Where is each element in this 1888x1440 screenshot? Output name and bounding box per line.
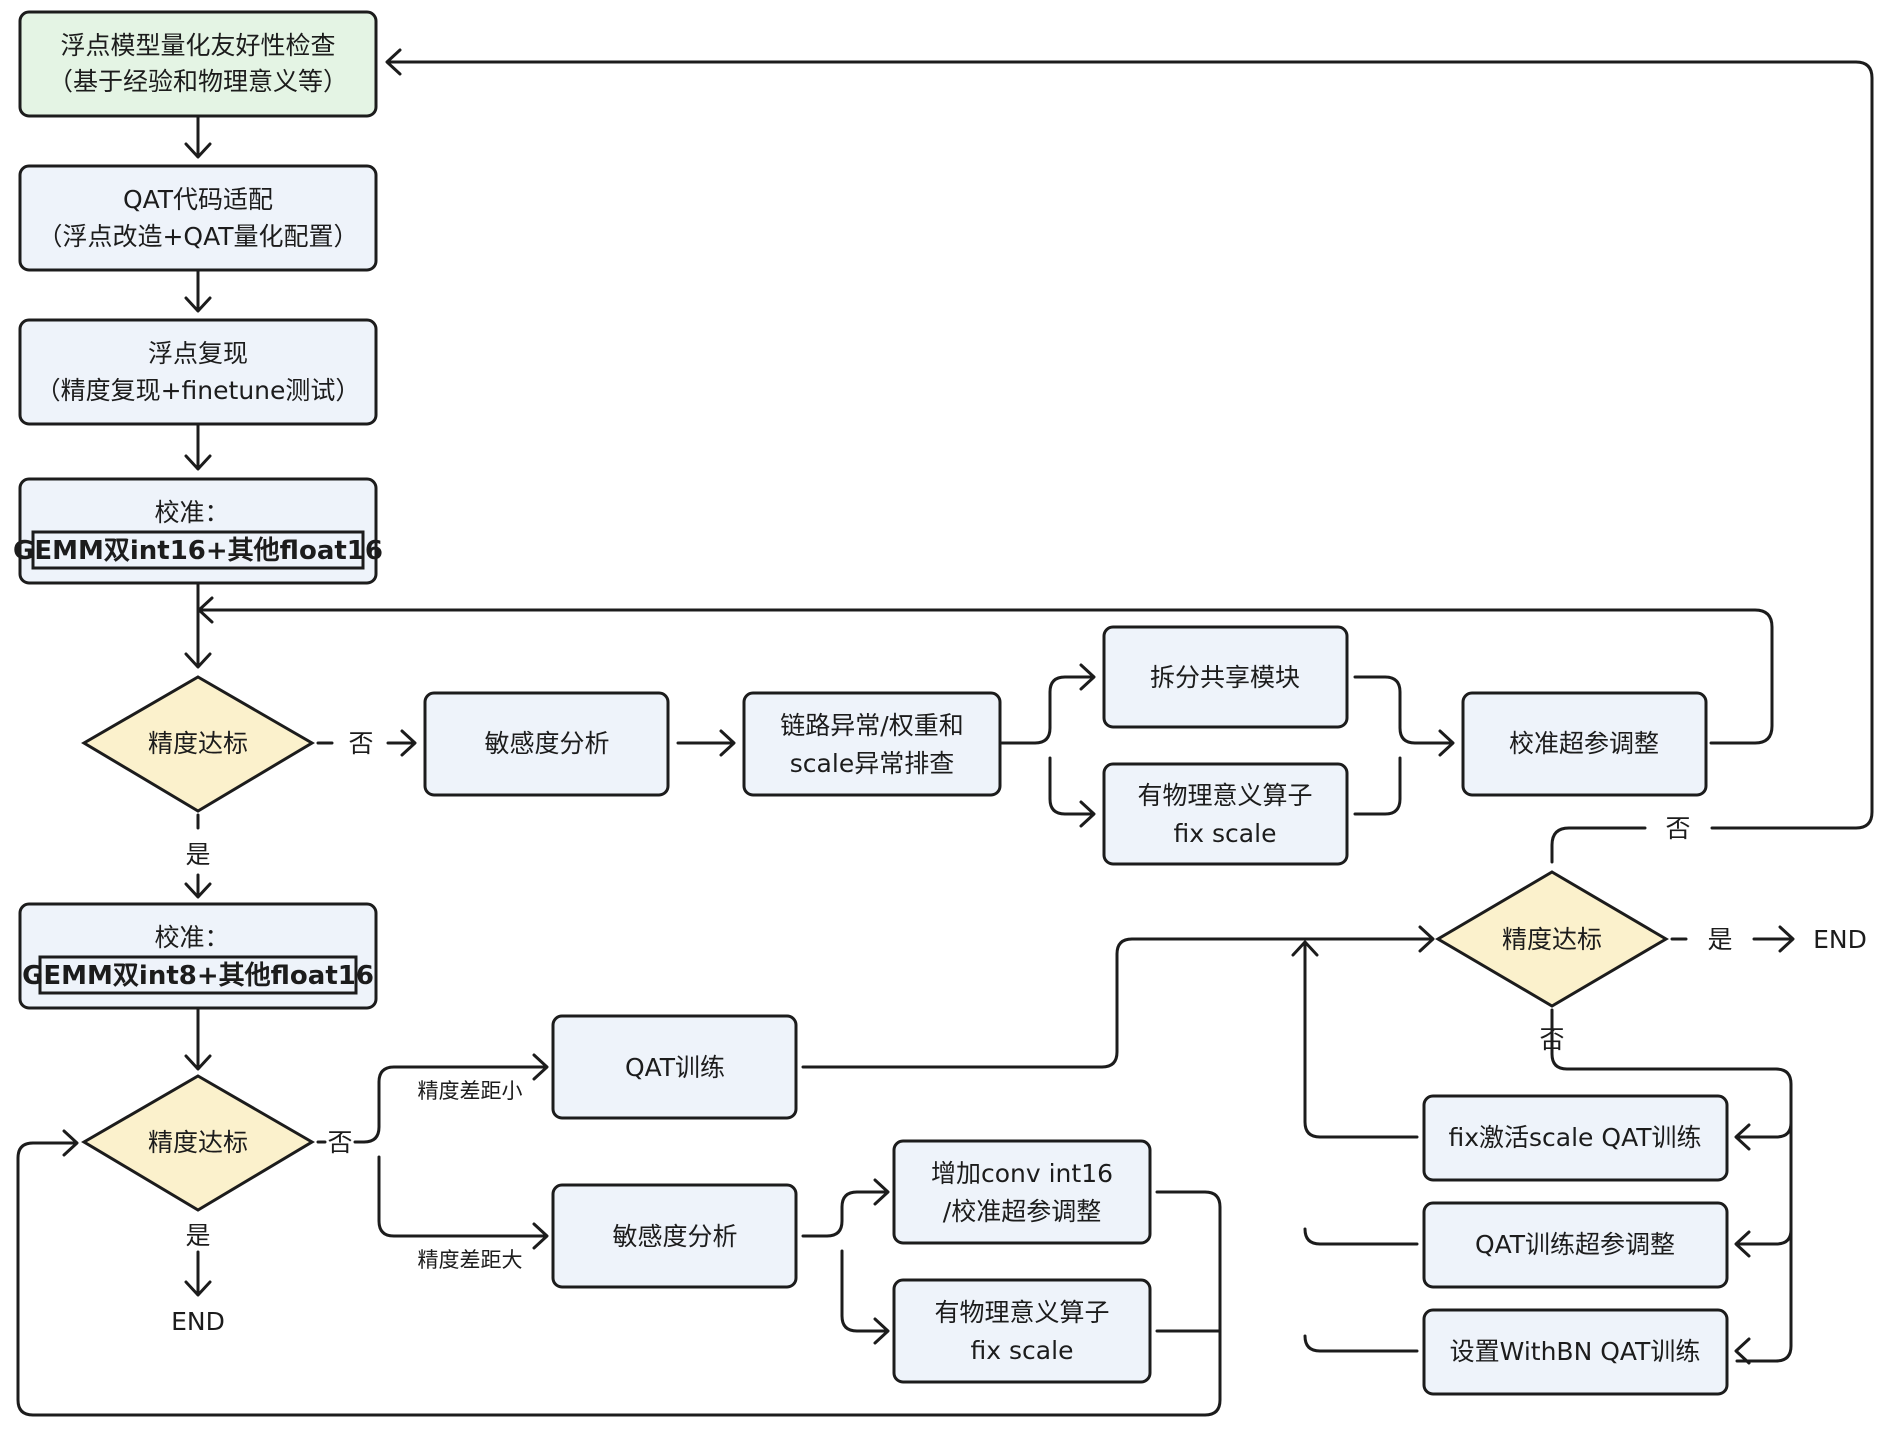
box-calib-int8-line1: 校准： (154, 923, 229, 952)
box-withbn: 设置WithBN QAT训练 (1422, 1308, 1729, 1396)
arrowheads (62, 48, 1795, 1365)
box-chain-check-line2: scale异常排查 (790, 749, 954, 778)
box-calib-int16-line2: GEMM双int16+其他float16 (13, 536, 383, 566)
edge-labels: 否 是 否 是 END 否 是 END 否 精度差距小 精度差距大 (171, 729, 1867, 1336)
box-calib-int16-line1: 校准： (154, 498, 229, 527)
label-no-d2: 否 (327, 1128, 352, 1157)
decision-accuracy-1: 精度达标 (81, 675, 315, 813)
label-end-d2: END (171, 1307, 225, 1336)
label-end-d3: END (1813, 925, 1867, 954)
box-chain-check: 链路异常/权重和 scale异常排查 (742, 691, 1002, 797)
box-fix-act-scale: fix激活scale QAT训练 (1422, 1094, 1729, 1182)
box-phys-fix-1: 有物理意义算子 fix scale (1102, 762, 1349, 866)
box-qat-train-label: QAT训练 (625, 1053, 725, 1082)
box-sensitivity-2: 敏感度分析 (551, 1183, 798, 1289)
box-qat-adapt-line2: （浮点改造+QAT量化配置） (37, 222, 358, 251)
box-qat-adapt: QAT代码适配 （浮点改造+QAT量化配置） (18, 164, 378, 272)
box-conv-int16: 增加conv int16 /校准超参调整 (892, 1139, 1152, 1245)
box-qat-train: QAT训练 (551, 1014, 798, 1120)
box-calib-tune: 校准超参调整 (1461, 691, 1708, 797)
box-qat-adapt-line1: QAT代码适配 (123, 185, 273, 214)
box-fix-act-scale-label: fix激活scale QAT训练 (1448, 1123, 1701, 1152)
box-phys-fix-2-line1: 有物理意义算子 (934, 1298, 1109, 1327)
label-no-d3-bottom: 否 (1539, 1025, 1564, 1054)
decision-accuracy-3: 精度达标 (1435, 870, 1669, 1008)
connectors (16, 60, 1874, 1417)
decision-accuracy-2: 精度达标 (81, 1074, 315, 1212)
box-phys-fix-1-line1: 有物理意义算子 (1137, 781, 1312, 810)
box-calib-tune-label: 校准超参调整 (1509, 729, 1659, 758)
box-float-check-line2: （基于经验和物理意义等） (48, 67, 348, 96)
label-no-d3-top: 否 (1665, 814, 1690, 843)
label-gap-large: 精度差距大 (418, 1248, 523, 1272)
box-float-reproduce-line2: （精度复现+finetune测试） (36, 376, 361, 405)
box-calib-int16: 校准： GEMM双int16+其他float16 (13, 477, 383, 585)
highlight-int16 (31, 530, 365, 570)
label-gap-small: 精度差距小 (418, 1079, 523, 1103)
label-no-d1: 否 (348, 729, 373, 758)
box-sensitivity-1-label: 敏感度分析 (484, 729, 609, 758)
box-split-shared-label: 拆分共享模块 (1150, 663, 1300, 692)
box-qat-hparam-label: QAT训练超参调整 (1475, 1230, 1675, 1259)
box-phys-fix-2-line2: fix scale (971, 1336, 1074, 1365)
decision-accuracy-3-label: 精度达标 (1502, 925, 1602, 954)
label-yes-d1: 是 (185, 840, 210, 869)
box-sensitivity-2-label: 敏感度分析 (612, 1222, 737, 1251)
box-calib-int8-line2: GEMM双int8+其他float16 (22, 961, 374, 991)
box-phys-fix-1-line2: fix scale (1174, 819, 1277, 848)
box-chain-check-line1: 链路异常/权重和 (780, 711, 963, 740)
box-split-shared: 拆分共享模块 (1102, 625, 1349, 729)
box-conv-int16-line2: /校准超参调整 (943, 1197, 1101, 1226)
box-calib-int8: 校准： GEMM双int8+其他float16 (18, 902, 378, 1010)
box-qat-hparam: QAT训练超参调整 (1422, 1201, 1729, 1289)
box-float-check: 浮点模型量化友好性检查 （基于经验和物理意义等） (18, 10, 378, 118)
box-float-reproduce-line1: 浮点复现 (148, 339, 248, 368)
box-float-check-line1: 浮点模型量化友好性检查 (60, 31, 335, 60)
box-withbn-label: 设置WithBN QAT训练 (1450, 1337, 1701, 1366)
box-sensitivity-1: 敏感度分析 (423, 691, 670, 797)
box-phys-fix-2: 有物理意义算子 fix scale (892, 1278, 1152, 1384)
decision-accuracy-1-label: 精度达标 (148, 729, 248, 758)
highlight-int8 (38, 955, 358, 995)
decision-accuracy-2-label: 精度达标 (148, 1128, 248, 1157)
label-yes-d2: 是 (185, 1221, 210, 1250)
box-float-reproduce: 浮点复现 （精度复现+finetune测试） (18, 318, 378, 426)
box-conv-int16-line1: 增加conv int16 (931, 1159, 1113, 1188)
label-yes-d3: 是 (1707, 925, 1732, 954)
